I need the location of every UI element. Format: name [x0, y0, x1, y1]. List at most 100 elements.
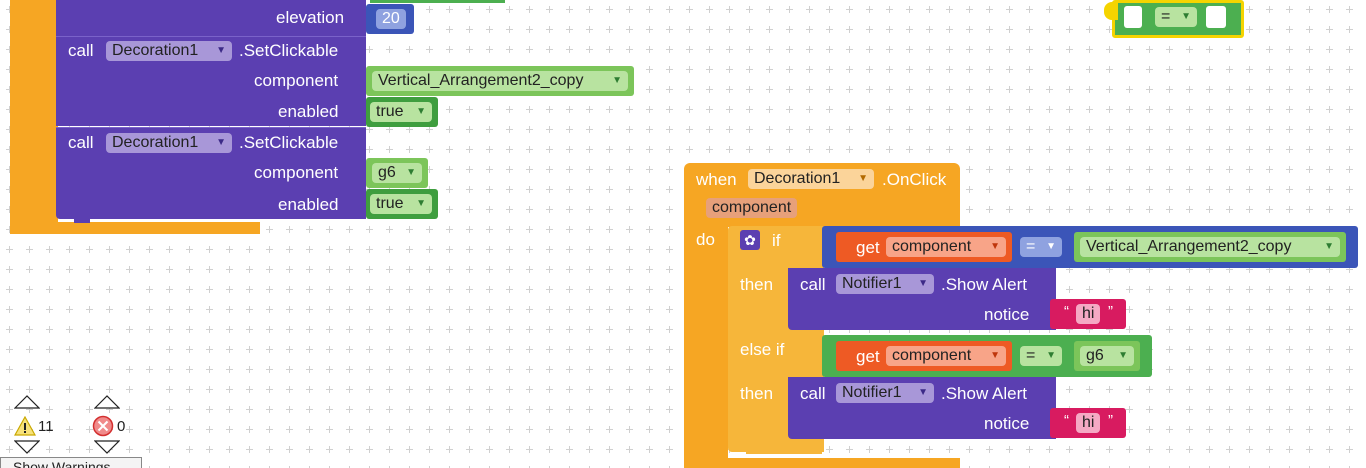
chevron-down-icon: ▼: [406, 167, 416, 178]
warning-icon: [14, 416, 36, 436]
component-value-dropdown[interactable]: Vertical_Arrangement2_copy ▼: [372, 71, 628, 91]
boolean-dropdown[interactable]: true ▼: [370, 102, 432, 122]
variable-label: component: [892, 238, 972, 255]
component-dropdown-label: Decoration1: [112, 134, 199, 151]
component-value-dropdown[interactable]: g6 ▼: [1080, 346, 1134, 366]
component-dropdown[interactable]: Decoration1 ▼: [106, 41, 232, 61]
param-label: enabled: [278, 102, 339, 121]
boolean-dropdown[interactable]: true ▼: [370, 194, 432, 214]
show-warnings-label: Show Warnings: [13, 459, 111, 468]
block-edge: [370, 0, 505, 3]
event-component-label: Decoration1: [754, 170, 841, 187]
quote-open: “: [1064, 303, 1069, 320]
method-name: .Show Alert: [941, 275, 1027, 294]
event-name: .OnClick: [882, 170, 947, 189]
elevation-label: elevation: [276, 8, 345, 27]
method-name: .Show Alert: [941, 384, 1027, 403]
show-warnings-button[interactable]: Show Warnings: [0, 457, 142, 468]
component-dropdown-label: Notifier1: [842, 275, 902, 292]
else-if-keyword: else if: [740, 340, 785, 359]
event-block-left-body[interactable]: [10, 0, 58, 232]
chevron-down-icon: ▼: [216, 137, 226, 148]
component-value-label: g6: [1086, 347, 1104, 364]
operator-label: =: [1026, 238, 1036, 255]
operator-dropdown[interactable]: =▼: [1155, 7, 1197, 27]
error-icon: [92, 415, 114, 437]
call-keyword: call: [68, 41, 94, 60]
component-value-dropdown[interactable]: Vertical_Arrangement2_copy ▼: [1080, 237, 1340, 257]
component-value-label: g6: [378, 164, 396, 181]
elevation-value[interactable]: 20: [376, 9, 406, 29]
empty-socket[interactable]: [1206, 6, 1226, 28]
warning-count: 11: [38, 418, 54, 435]
block-connector: [1104, 2, 1118, 20]
quote-close: ”: [1108, 303, 1113, 320]
chevron-down-icon: ▼: [990, 241, 1000, 252]
param-label: notice: [984, 305, 1030, 324]
operator-label: =: [1026, 347, 1036, 364]
call-keyword: call: [800, 275, 826, 294]
method-name: .SetClickable: [239, 133, 339, 152]
variable-dropdown[interactable]: component ▼: [886, 346, 1006, 366]
component-value-label: Vertical_Arrangement2_copy: [1086, 238, 1292, 255]
variable-label: component: [892, 347, 972, 364]
param-label: component: [254, 163, 339, 182]
if-block-bottom: [746, 446, 822, 454]
block-tab: [74, 217, 90, 223]
empty-socket[interactable]: [1124, 6, 1142, 28]
do-keyword: do: [696, 230, 715, 249]
call-keyword: call: [68, 133, 94, 152]
event-block-left-bottom: [10, 222, 260, 234]
boolean-label: true: [376, 103, 404, 120]
component-dropdown-label: Notifier1: [842, 384, 902, 401]
chevron-down-icon: ▼: [858, 173, 868, 184]
boolean-label: true: [376, 195, 404, 212]
then-keyword: then: [740, 275, 774, 294]
error-next-arrow-icon[interactable]: [94, 440, 120, 454]
component-dropdown-label: Decoration1: [112, 42, 199, 59]
error-prev-arrow-icon[interactable]: [94, 395, 120, 409]
chevron-down-icon: ▼: [1324, 241, 1334, 252]
operator-dropdown[interactable]: =▼: [1020, 346, 1062, 366]
call-keyword: call: [800, 384, 826, 403]
operator-dropdown[interactable]: =▼: [1020, 237, 1062, 257]
event-param-component[interactable]: component: [706, 198, 798, 218]
get-keyword: get: [856, 347, 880, 366]
chevron-down-icon: ▼: [1181, 11, 1191, 22]
param-label: component: [254, 71, 339, 90]
quote-open: “: [1064, 412, 1069, 429]
chevron-down-icon: ▼: [416, 198, 426, 209]
warning-prev-arrow-icon[interactable]: [14, 395, 40, 409]
chevron-down-icon: ▼: [918, 387, 928, 398]
event-block-bottom: [728, 458, 960, 468]
gear-icon[interactable]: ✿: [740, 230, 760, 250]
component-dropdown[interactable]: Notifier1 ▼: [836, 274, 934, 294]
chevron-down-icon: ▼: [1046, 241, 1056, 252]
chevron-down-icon: ▼: [612, 75, 622, 86]
component-dropdown[interactable]: Decoration1 ▼: [106, 133, 232, 153]
get-keyword: get: [856, 238, 880, 257]
when-keyword: when: [696, 170, 737, 189]
method-name: .SetClickable: [239, 41, 339, 60]
chevron-down-icon: ▼: [416, 106, 426, 117]
chevron-down-icon: ▼: [990, 350, 1000, 361]
chevron-down-icon: ▼: [1118, 350, 1128, 361]
operator-label: =: [1161, 8, 1171, 25]
component-value-label: Vertical_Arrangement2_copy: [378, 72, 584, 89]
quote-close: ”: [1108, 412, 1113, 429]
warning-next-arrow-icon[interactable]: [14, 440, 40, 454]
param-label: notice: [984, 414, 1030, 433]
chevron-down-icon: ▼: [1046, 350, 1056, 361]
text-value[interactable]: hi: [1076, 413, 1101, 433]
event-block-body[interactable]: [684, 226, 728, 468]
text-value[interactable]: hi: [1076, 304, 1101, 324]
component-dropdown[interactable]: Notifier1 ▼: [836, 383, 934, 403]
chevron-down-icon: ▼: [918, 278, 928, 289]
elevation-row[interactable]: [56, 0, 366, 36]
then-keyword: then: [740, 384, 774, 403]
param-label: enabled: [278, 195, 339, 214]
component-value-dropdown[interactable]: g6 ▼: [372, 163, 422, 183]
chevron-down-icon: ▼: [216, 45, 226, 56]
variable-dropdown[interactable]: component ▼: [886, 237, 1006, 257]
event-component-dropdown[interactable]: Decoration1 ▼: [748, 169, 874, 189]
